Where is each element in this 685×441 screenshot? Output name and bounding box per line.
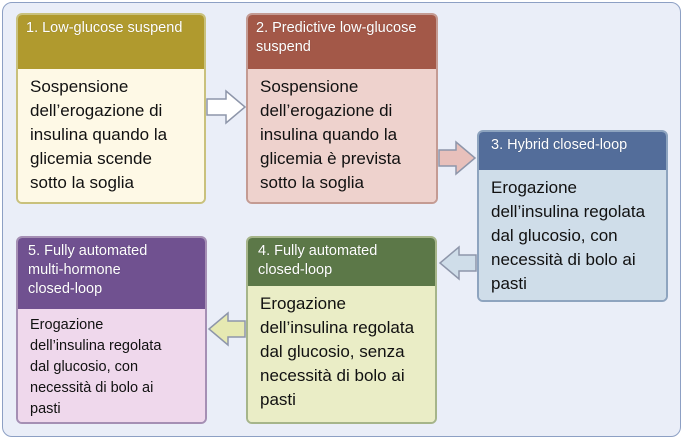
arrow-1-to-2 [206, 89, 247, 125]
arrow-3-to-4 [438, 245, 477, 281]
step-description: Erogazione dell’insulina regolata dal gl… [18, 309, 205, 422]
step-description: Erogazione dell’insulina regolata dal gl… [248, 286, 435, 422]
step-title: 2. Predictive low-glucose suspend [248, 15, 436, 69]
step-description: Erogazione dell’insulina regolata dal gl… [479, 170, 666, 300]
step-card-low-glucose-suspend: 1. Low-glucose suspend Sospensione dell’… [16, 13, 206, 204]
step-title: 4. Fully automated closed-loop [248, 238, 435, 286]
arrow-2-to-3 [438, 140, 477, 176]
step-title: 5. Fully automated multi-hormone closed-… [18, 238, 205, 309]
step-card-multi-hormone-closed-loop: 5. Fully automated multi-hormone closed-… [16, 236, 207, 424]
step-card-fully-automated-closed-loop: 4. Fully automated closed-loop Erogazion… [246, 236, 437, 424]
arrow-4-to-5 [207, 311, 246, 347]
step-card-predictive-low-glucose-suspend: 2. Predictive low-glucose suspend Sospen… [246, 13, 438, 204]
step-description: Sospensione dell’erogazione di insulina … [18, 69, 204, 202]
step-description: Sospensione dell’erogazione di insulina … [248, 69, 436, 202]
step-card-hybrid-closed-loop: 3. Hybrid closed-loop Erogazione dell’in… [477, 130, 668, 302]
step-title: 1. Low-glucose suspend [18, 15, 204, 69]
step-title: 3. Hybrid closed-loop [479, 132, 666, 170]
